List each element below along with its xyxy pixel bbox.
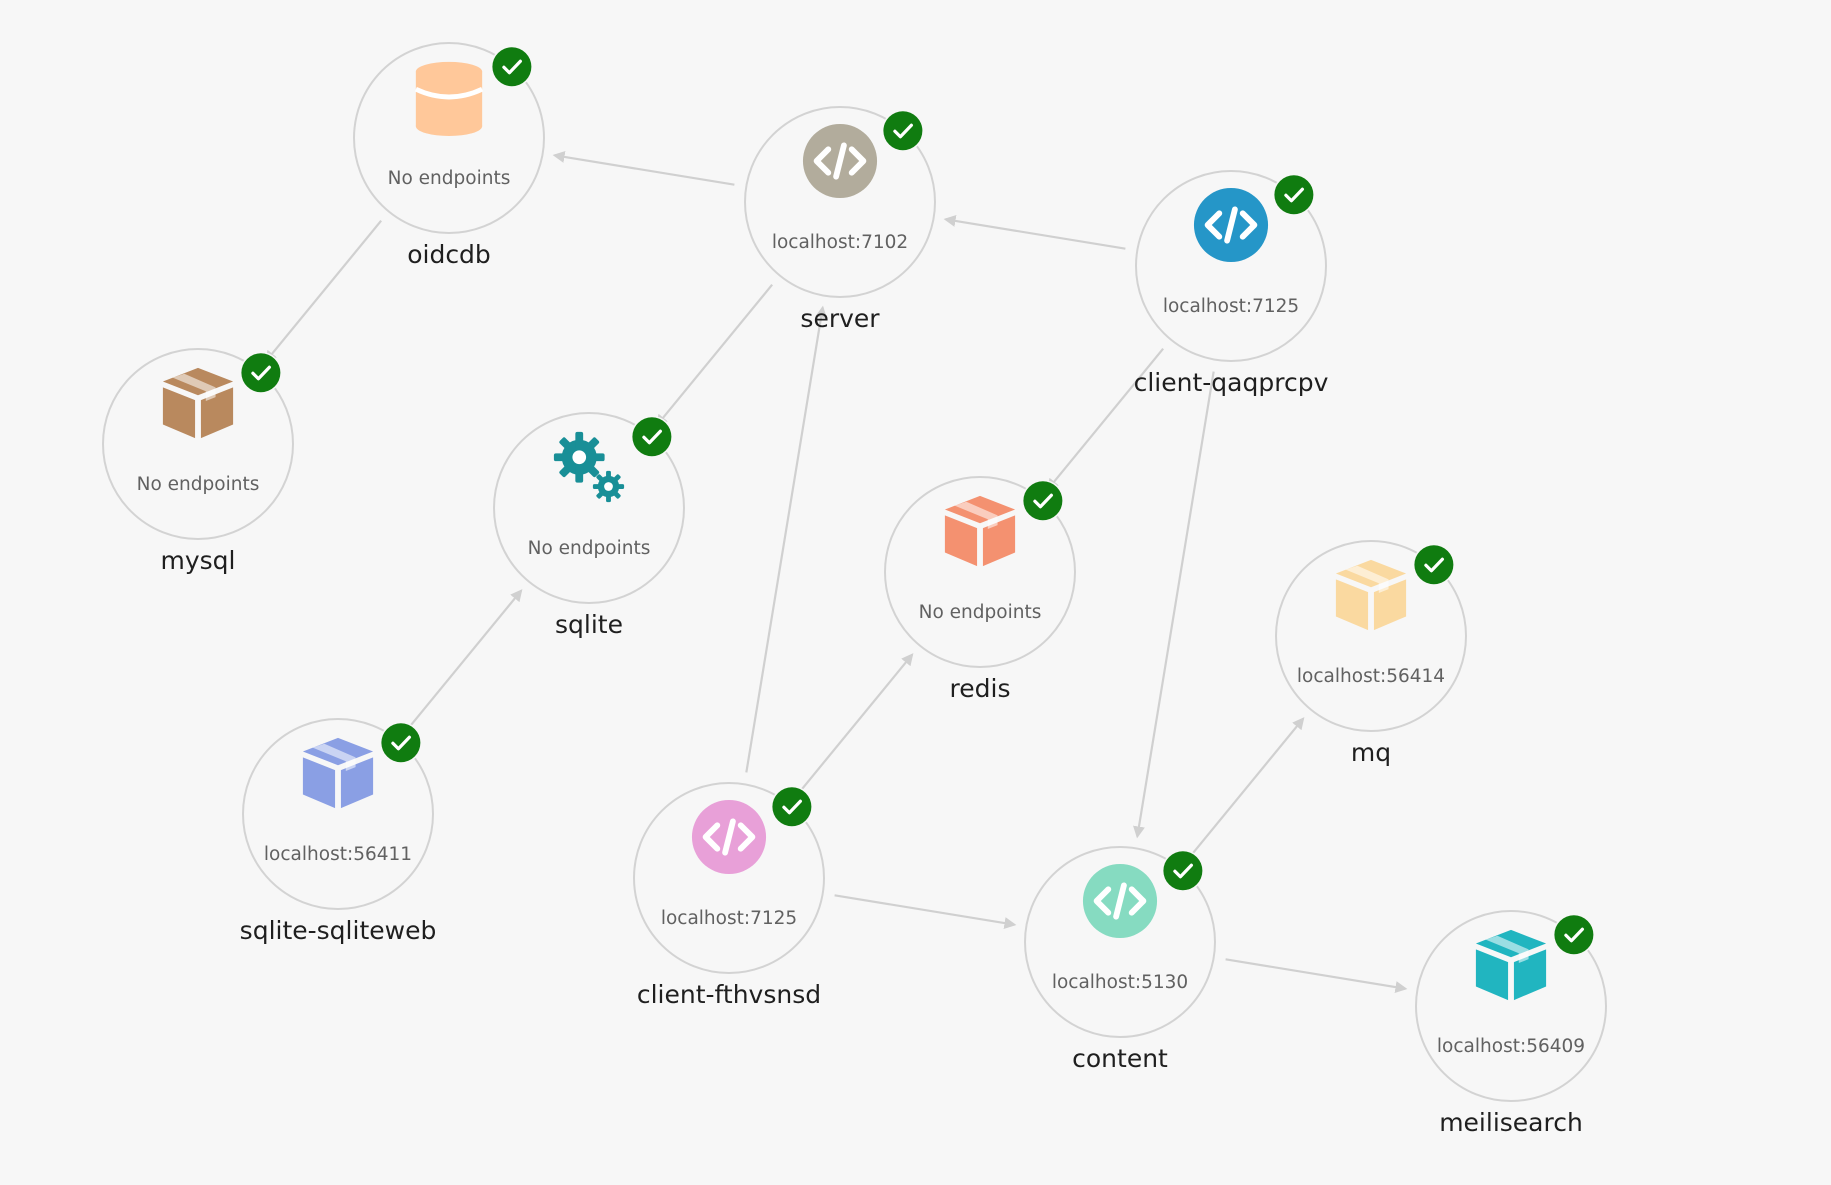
resource-name: sqlite (555, 610, 623, 639)
running-status-badge (630, 415, 673, 458)
endpoint-text[interactable]: localhost:5130 (1052, 972, 1188, 993)
resource-name: server (800, 304, 880, 333)
resource-node-client-fthvsnsd[interactable]: localhost:7125 client-fthvsnsd (633, 782, 825, 1009)
endpoint-text[interactable]: localhost:7125 (1163, 296, 1299, 317)
endpoint-text[interactable]: localhost:56414 (1297, 666, 1445, 687)
running-status-badge (379, 721, 422, 764)
endpoint-text[interactable]: localhost:7102 (772, 232, 908, 253)
running-status-badge (239, 351, 282, 394)
edge-oidcdb-to-mysql (264, 220, 382, 363)
edge-client-qaqprcpv-to-content (1133, 371, 1215, 839)
node-ring[interactable] (884, 476, 1076, 668)
edge-content-to-meilisearch (1225, 958, 1408, 994)
edge-client-fthvsnsd-to-content (834, 894, 1017, 930)
running-status-badge (1552, 913, 1595, 956)
node-ring[interactable] (242, 718, 434, 910)
checkmark-icon (391, 735, 411, 751)
edge-content-to-mq (1187, 717, 1305, 860)
resource-name: sqlite-sqliteweb (240, 916, 437, 945)
resource-name: client-fthvsnsd (637, 980, 821, 1009)
resource-node-redis[interactable]: No endpoints redis (884, 476, 1076, 703)
resource-name: mq (1351, 738, 1391, 767)
checkmark-icon (893, 123, 913, 139)
code-icon (1083, 864, 1157, 938)
running-status-badge (1021, 479, 1064, 522)
database-icon (416, 62, 482, 136)
running-status-badge (1161, 849, 1204, 892)
edge-server-to-oidcdb (552, 150, 735, 186)
resource-node-meilisearch[interactable]: localhost:56409 meilisearch (1415, 910, 1607, 1137)
checkmark-icon (1033, 493, 1053, 509)
endpoint-text: No endpoints (137, 474, 260, 495)
node-ring[interactable] (1024, 846, 1216, 1038)
running-status-badge (881, 109, 924, 152)
checkmark-icon (1284, 187, 1304, 203)
endpoint-text: No endpoints (528, 538, 651, 559)
checkmark-icon (642, 429, 662, 445)
edge-client-qaqprcpv-to-redis (1046, 348, 1164, 491)
resource-node-sqlite[interactable]: No endpoints sqlite (493, 412, 685, 639)
node-ring[interactable] (633, 782, 825, 974)
resource-node-mysql[interactable]: No endpoints mysql (102, 348, 294, 575)
checkmark-icon (251, 365, 271, 381)
edge-sqlite-sqliteweb-to-sqlite (405, 589, 523, 732)
resource-node-oidcdb[interactable]: No endpoints oidcdb (353, 42, 545, 269)
node-ring[interactable] (744, 106, 936, 298)
resource-name: client-qaqprcpv (1134, 368, 1329, 397)
endpoint-text[interactable]: localhost:7125 (661, 908, 797, 929)
node-ring[interactable] (102, 348, 294, 540)
checkmark-icon (502, 59, 522, 75)
endpoint-text: No endpoints (919, 602, 1042, 623)
node-ring[interactable] (1135, 170, 1327, 362)
node-ring[interactable] (1415, 910, 1607, 1102)
node-ring[interactable] (493, 412, 685, 604)
endpoint-text[interactable]: localhost:56409 (1437, 1036, 1585, 1057)
resource-name: redis (950, 674, 1011, 703)
code-icon (1194, 188, 1268, 262)
checkmark-icon (1173, 863, 1193, 879)
checkmark-icon (1424, 557, 1444, 573)
node-ring[interactable] (1275, 540, 1467, 732)
running-status-badge (1412, 543, 1455, 586)
edges-layer (264, 150, 1408, 994)
resource-name: oidcdb (407, 240, 491, 269)
edge-client-fthvsnsd-to-server (745, 305, 827, 773)
checkmark-icon (782, 799, 802, 815)
resource-name: mysql (161, 546, 236, 575)
resource-name: content (1072, 1044, 1168, 1073)
running-status-badge (770, 785, 813, 828)
endpoint-text: No endpoints (388, 168, 511, 189)
running-status-badge (490, 45, 533, 88)
resource-node-mq[interactable]: localhost:56414 mq (1275, 540, 1467, 767)
edge-server-to-sqlite (655, 284, 773, 427)
checkmark-icon (1564, 927, 1584, 943)
resource-node-client-qaqprcpv[interactable]: localhost:7125 client-qaqprcpv (1134, 170, 1329, 397)
node-ring[interactable] (353, 42, 545, 234)
edge-client-fthvsnsd-to-redis (796, 653, 914, 796)
code-icon (692, 800, 766, 874)
code-icon (803, 124, 877, 198)
resource-node-server[interactable]: localhost:7102 server (744, 106, 936, 333)
endpoint-text[interactable]: localhost:56411 (264, 844, 412, 865)
resource-node-content[interactable]: localhost:5130 content (1024, 846, 1216, 1073)
resource-node-sqlite-sqliteweb[interactable]: localhost:56411 sqlite-sqliteweb (240, 718, 437, 945)
edge-client-qaqprcpv-to-server (943, 214, 1126, 250)
running-status-badge (1272, 173, 1315, 216)
resource-name: meilisearch (1439, 1108, 1583, 1137)
